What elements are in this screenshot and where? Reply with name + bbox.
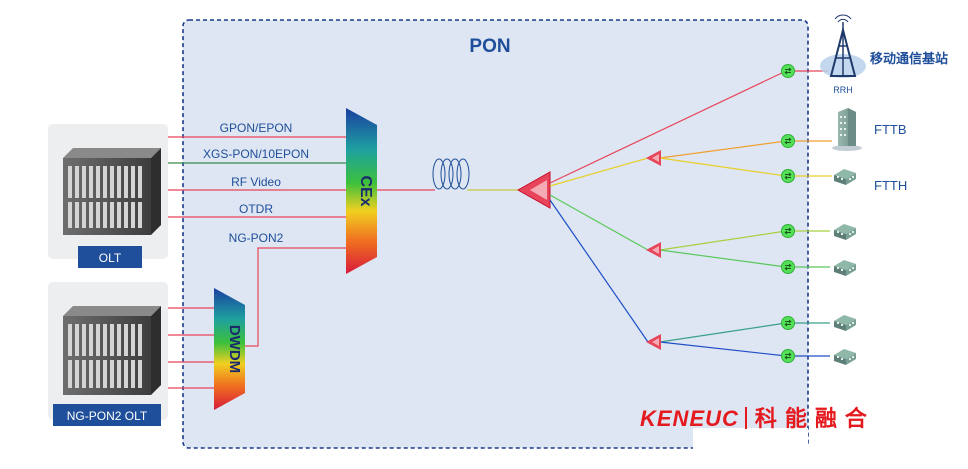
onu-icon <box>781 64 795 78</box>
house-icon <box>834 315 856 331</box>
ngpon2-olt-unit: NG-PON2 OLT <box>48 282 168 426</box>
olt-unit: OLT <box>48 124 168 268</box>
service-lines <box>168 136 348 218</box>
olt-badge <box>78 246 142 268</box>
brand-divider <box>744 407 747 429</box>
service-label-otdr: OTDR <box>239 202 273 216</box>
onu-icon <box>781 260 795 274</box>
ftth-label: FTTH <box>874 178 907 193</box>
dwdm-label: DWDM <box>226 325 243 373</box>
service-label-xgspon: XGS-PON/10EPON <box>203 147 309 161</box>
splitter-icon <box>646 242 661 258</box>
ngpon2-lines <box>168 307 216 389</box>
main-splitter-icon <box>516 171 551 209</box>
brand-latin: KENEUC <box>640 406 739 431</box>
brand-cn: 科能融合 <box>754 406 875 431</box>
cex-combiner: CEx <box>346 108 377 274</box>
onu-icon <box>781 316 795 330</box>
brand-backdrop <box>693 428 808 450</box>
dwdm-mux: DWDM <box>214 288 245 410</box>
house-icon <box>834 169 856 185</box>
rrh-label: RRH <box>833 85 853 95</box>
service-label-rf-video: RF Video <box>231 175 281 189</box>
base-station-label: 移动通信基站 <box>870 51 948 66</box>
splitter-icon <box>646 334 661 350</box>
splitter-icon <box>646 150 661 166</box>
ngpon2-olt-badge <box>53 404 161 426</box>
onu-icon <box>781 134 795 148</box>
office-building-icon <box>832 108 862 151</box>
distribution-fibers <box>549 70 832 357</box>
dwdm-cex-link <box>244 247 348 347</box>
fiber-spool-icon <box>432 158 470 190</box>
service-label-ngpon2: NG-PON2 <box>229 231 284 245</box>
onu-icon <box>781 169 795 183</box>
ngpon2-olt-label: NG-PON2 OLT <box>67 409 148 423</box>
olt-label: OLT <box>99 251 122 265</box>
pon-title: PON <box>469 36 510 57</box>
house-icon <box>834 260 856 276</box>
onu-icon <box>781 224 795 238</box>
onu-icon <box>781 349 795 363</box>
house-icon <box>834 224 856 240</box>
brand-logo: KENEUC 科能融合 <box>640 401 910 433</box>
cex-label: CEx <box>357 175 374 206</box>
fttb-label: FTTB <box>874 122 907 137</box>
rrh-tower-icon <box>820 14 866 78</box>
house-icon <box>834 349 856 365</box>
service-label-gpon: GPON/EPON <box>220 121 293 135</box>
